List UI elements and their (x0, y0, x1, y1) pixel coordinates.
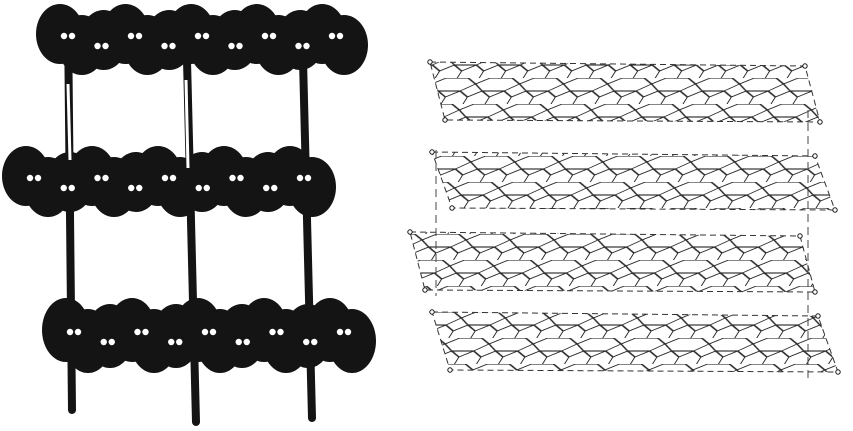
highlight-dot (304, 174, 312, 182)
highlight-dot (60, 184, 67, 192)
carbon-atom (328, 309, 376, 373)
rod-highlights (66, 79, 190, 169)
highlight-dot (295, 42, 302, 50)
corner-atom (427, 59, 433, 65)
atom-layer (42, 298, 376, 373)
highlight-dot (202, 32, 210, 40)
highlight-dot (336, 328, 344, 336)
highlight-dot (269, 32, 277, 40)
highlight-dot (142, 328, 149, 336)
highlight-dot (100, 338, 107, 346)
space-filling-model-panel (2, 4, 376, 426)
highlight-dot (161, 174, 169, 182)
sheet-outline (409, 231, 816, 293)
highlight-dot (228, 42, 235, 50)
highlight-dot (94, 42, 101, 50)
highlight-dot (136, 184, 143, 192)
highlight-dot (201, 328, 209, 336)
highlight-dot (128, 184, 135, 192)
atom-layer (36, 4, 368, 75)
highlight-dot (102, 174, 109, 182)
highlight-dot (236, 42, 243, 50)
highlight-dot (203, 184, 210, 192)
alignment-lines (435, 110, 809, 380)
corner-atom (449, 205, 455, 211)
highlight-dot (94, 174, 101, 182)
hexagon-grid (432, 152, 835, 210)
corner-atom (835, 369, 841, 375)
corner-atom (429, 149, 435, 155)
highlight-dot (209, 328, 217, 336)
corner-atom (407, 229, 413, 235)
carbon-atom (288, 157, 336, 217)
highlight-dot (102, 42, 109, 50)
corner-atom (429, 309, 435, 315)
hexagon-grid (410, 232, 815, 292)
highlight-dot (195, 184, 202, 192)
highlight-dot (127, 32, 135, 40)
hexagon-grid (430, 62, 820, 122)
atom-layer (2, 146, 336, 217)
corner-atom (812, 153, 818, 159)
lattice-sheet (407, 229, 818, 295)
highlight-dot (271, 184, 278, 192)
highlight-dot (296, 174, 304, 182)
highlight-dot (168, 338, 175, 346)
lattice-layers-panel (407, 59, 841, 380)
highlight-dot (263, 184, 270, 192)
highlight-dot (135, 32, 143, 40)
highlight-dot (336, 32, 344, 40)
corner-atom (815, 313, 821, 319)
highlight-dot (169, 42, 176, 50)
corner-atom (832, 207, 838, 213)
highlight-dot (66, 328, 74, 336)
corner-atom (797, 233, 803, 239)
highlight-dot (169, 174, 177, 182)
rod-highlight (184, 79, 190, 169)
highlight-dot (261, 32, 269, 40)
highlight-dot (176, 338, 183, 346)
rod-highlight (66, 83, 72, 161)
highlight-dot (34, 174, 42, 182)
highlight-dot (269, 328, 276, 336)
highlight-dot (229, 174, 236, 182)
corner-atom (802, 63, 808, 69)
highlight-dot (303, 42, 310, 50)
lattice-sheet (429, 149, 838, 213)
highlight-dot (74, 328, 82, 336)
carbon-atom (320, 15, 368, 75)
hexagon-grid (432, 312, 838, 372)
highlight-dot (344, 328, 352, 336)
highlight-dot (68, 184, 75, 192)
highlight-dot (311, 338, 318, 346)
corner-atom (812, 289, 818, 295)
highlight-dot (243, 338, 250, 346)
lattice-sheet (429, 309, 841, 375)
highlight-dot (134, 328, 141, 336)
highlight-dot (328, 32, 336, 40)
corner-atom (422, 287, 428, 293)
corner-atom (442, 117, 448, 123)
corner-atom (817, 119, 823, 125)
lattice-sheet (427, 59, 823, 125)
highlight-dot (303, 338, 310, 346)
highlight-dot (237, 174, 244, 182)
highlight-dot (60, 32, 68, 40)
highlight-dot (235, 338, 242, 346)
highlight-dot (277, 328, 284, 336)
highlight-dot (26, 174, 34, 182)
highlight-dot (194, 32, 202, 40)
corner-atom (447, 367, 453, 373)
highlight-dot (161, 42, 168, 50)
highlight-dot (68, 32, 76, 40)
highlight-dot (108, 338, 115, 346)
